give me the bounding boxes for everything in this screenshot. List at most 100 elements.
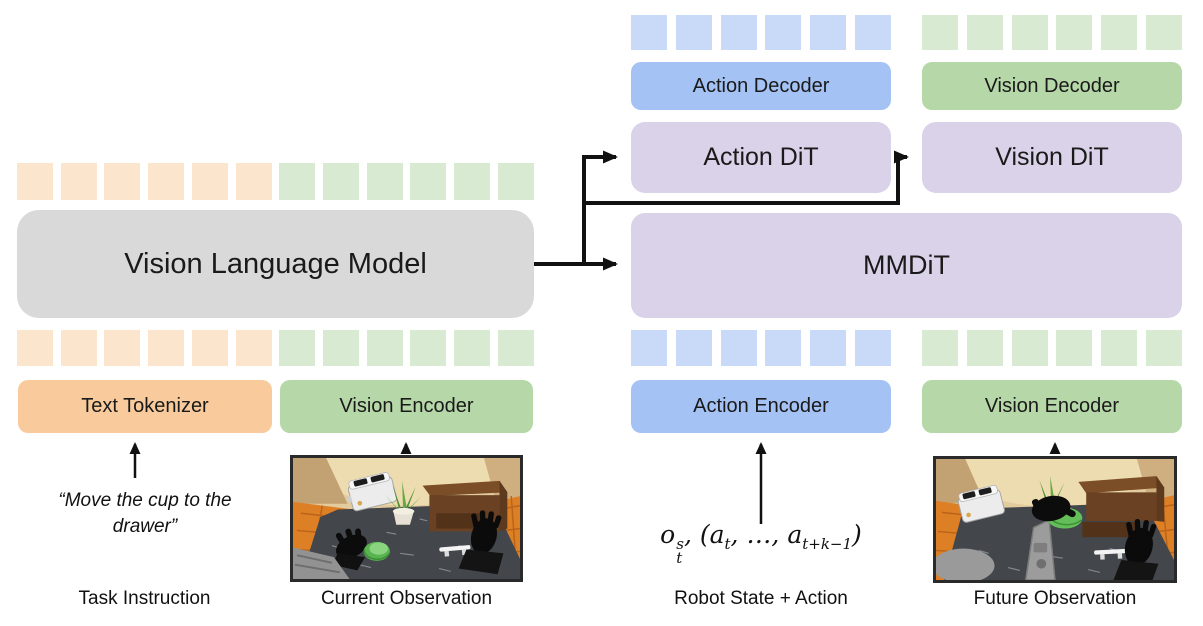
token-row-action-decoder-output — [631, 15, 891, 50]
formula-a2: a — [787, 520, 803, 549]
token-row-vision-decoder-output — [922, 15, 1182, 50]
token-square — [60, 163, 97, 200]
token-square — [497, 163, 534, 200]
plant-icon — [384, 480, 422, 525]
drawer-handle-icon — [1094, 548, 1128, 560]
vision-encoder-box-future: Vision Encoder — [922, 380, 1182, 433]
right-robot-hand-icon — [1113, 519, 1159, 580]
token-square — [366, 330, 403, 366]
formula-sep: , ( — [683, 520, 710, 549]
token-square — [720, 330, 757, 366]
token-square — [191, 163, 228, 200]
token-square — [323, 330, 360, 366]
token-square — [279, 330, 316, 366]
action-encoder-box: Action Encoder — [631, 380, 891, 433]
token-square — [454, 163, 491, 200]
token-square — [148, 163, 185, 200]
counter-appliance-icon — [293, 547, 350, 579]
left-robot-hand-icon — [331, 528, 367, 571]
green-cup-icon — [363, 541, 391, 561]
token-square — [765, 15, 802, 50]
formula-o-sup: s — [676, 535, 684, 553]
token-square — [1011, 330, 1048, 366]
formula-o-sub: t — [676, 549, 683, 567]
mmdit-box: MMDiT — [631, 213, 1182, 318]
token-square — [148, 330, 185, 366]
future-observation-scene — [936, 459, 1174, 580]
token-square — [1145, 330, 1182, 366]
task-instruction-quote: “Move the cup to the drawer” — [25, 488, 265, 539]
token-square — [1056, 15, 1093, 50]
token-square — [966, 15, 1003, 50]
grasping-hand-icon — [1031, 495, 1083, 529]
token-square — [810, 15, 847, 50]
token-row-action-tokens — [631, 330, 891, 366]
token-square — [104, 330, 141, 366]
token-square — [410, 163, 447, 200]
token-row-vision-tokens — [922, 330, 1182, 366]
token-square — [279, 163, 316, 200]
token-row-vlm-output — [17, 163, 534, 200]
formula-a1-sub: t — [724, 535, 731, 553]
caption-task-instruction: Task Instruction — [78, 588, 211, 609]
token-square — [366, 163, 403, 200]
action-dit-box: Action DiT — [631, 122, 891, 193]
token-square — [323, 163, 360, 200]
formula-a2-sub: t+k−1 — [802, 535, 853, 553]
token-square — [854, 15, 891, 50]
token-square — [191, 330, 228, 366]
token-square — [17, 330, 53, 366]
token-square — [631, 330, 667, 366]
future-observation-image — [933, 456, 1177, 583]
right-robot-hand-icon — [458, 510, 504, 575]
token-square — [631, 15, 667, 50]
vision-language-model-box: Vision Language Model — [17, 210, 534, 318]
caption-robot-state-action: Robot State + Action — [674, 588, 848, 609]
formula-dots: , …, — [730, 520, 788, 549]
vision-dit-box: Vision DiT — [922, 122, 1182, 193]
toaster-icon — [347, 472, 398, 512]
token-square — [17, 163, 53, 200]
token-square — [1101, 15, 1138, 50]
vision-encoder-box-current: Vision Encoder — [280, 380, 533, 433]
text-tokenizer-box: Text Tokenizer — [18, 380, 272, 433]
token-square — [1101, 330, 1138, 366]
quote-line-2: drawer” — [112, 515, 178, 537]
cabinet-icon — [1078, 476, 1165, 538]
current-observation-scene — [293, 458, 520, 579]
token-square — [1011, 15, 1048, 50]
formula-close: ) — [852, 520, 862, 549]
token-square — [454, 330, 491, 366]
token-square — [765, 330, 802, 366]
formula-a1: a — [709, 520, 725, 549]
token-square — [675, 330, 712, 366]
token-square — [810, 330, 847, 366]
caption-future-observation: Future Observation — [973, 588, 1137, 609]
token-square — [497, 330, 534, 366]
token-square — [410, 330, 447, 366]
quote-line-1: “Move the cup to the — [58, 490, 232, 511]
token-square — [854, 330, 891, 366]
vlm-to-action-dit-arrow — [582, 150, 618, 266]
token-square — [235, 330, 272, 366]
token-square — [104, 163, 141, 200]
token-square — [922, 330, 958, 366]
token-square — [1145, 15, 1182, 50]
token-row-vlm-input — [17, 330, 534, 366]
token-square — [235, 163, 272, 200]
robot-arm-icon — [936, 518, 1056, 580]
token-square — [60, 330, 97, 366]
token-square — [720, 15, 757, 50]
token-square — [1056, 330, 1093, 366]
token-square — [922, 15, 958, 50]
formula-o: o — [660, 520, 676, 549]
current-observation-image — [290, 455, 523, 582]
toaster-icon — [957, 484, 1005, 523]
token-square — [966, 330, 1003, 366]
token-square — [675, 15, 712, 50]
vision-decoder-box: Vision Decoder — [922, 62, 1182, 110]
caption-current-observation: Current Observation — [320, 588, 493, 609]
